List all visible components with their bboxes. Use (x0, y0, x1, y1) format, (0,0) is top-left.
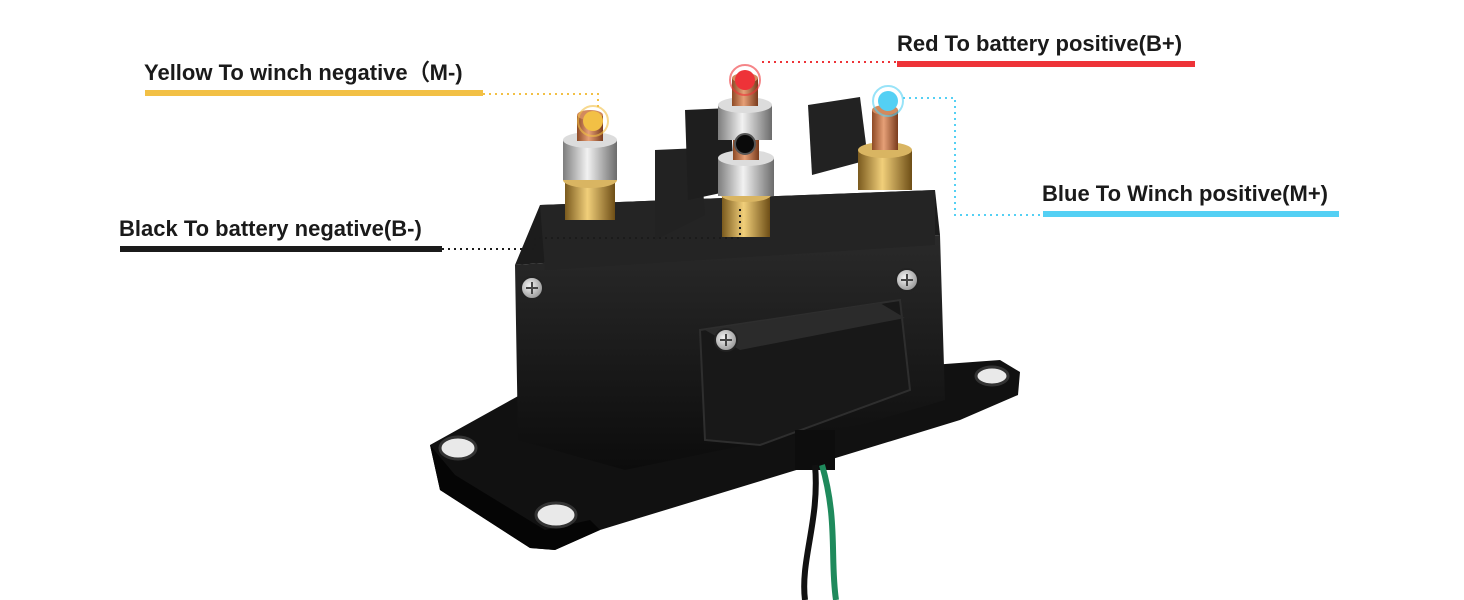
label-black-battery-negative: Black To battery negative(B-) (119, 216, 422, 241)
blue-leader-line (903, 97, 1043, 216)
green-wire (819, 464, 839, 600)
underline-black (120, 246, 442, 252)
yellow-marker-dot (577, 105, 609, 137)
blue-marker-dot (872, 85, 904, 117)
red-marker-dot (729, 64, 761, 96)
divider-fin-right (808, 97, 868, 175)
label-red-battery-positive: Red To battery positive(B+) (897, 31, 1183, 56)
mount-hole-front (534, 501, 578, 529)
mount-hole-right (974, 365, 1010, 387)
terminal-blue (858, 105, 912, 190)
underline-yellow (145, 90, 483, 96)
black-leader-line (442, 205, 741, 250)
terminal-yellow (563, 110, 617, 220)
terminal-black (718, 140, 774, 237)
label-yellow-winch-negative: Yellow To winch negative（M-) (144, 60, 463, 85)
yellow-leader-line (483, 93, 599, 108)
leader-lines (442, 61, 1043, 250)
label-blue-winch-positive: Blue To Winch positive(M+) (1042, 181, 1329, 206)
mount-hole-left (438, 435, 478, 461)
black-marker-dot (734, 133, 756, 155)
control-wires (795, 430, 839, 600)
underline-red (897, 61, 1195, 67)
underline-blue (1043, 211, 1339, 217)
